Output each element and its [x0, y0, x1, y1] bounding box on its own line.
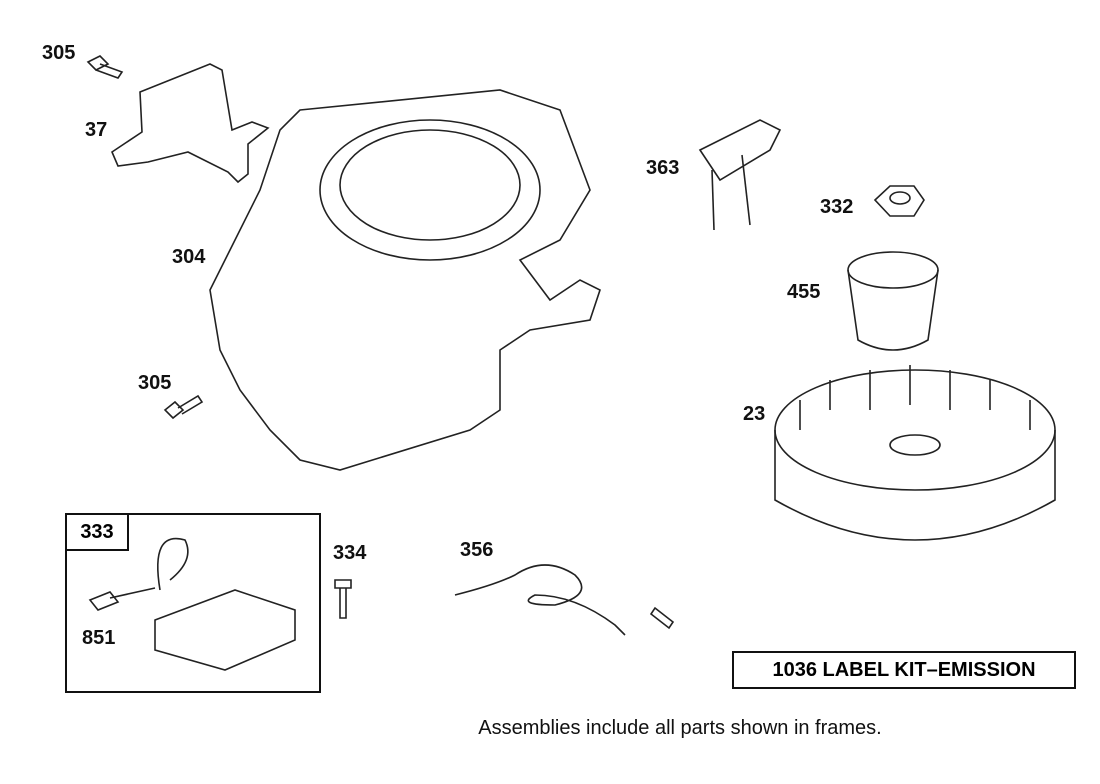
screw-334 — [334, 579, 352, 619]
callout-455: 455 — [787, 281, 821, 303]
assembly-frame-333: 333 — [65, 513, 321, 693]
callout-304: 304 — [172, 246, 206, 268]
footnote: Assemblies include all parts shown in fr… — [478, 717, 882, 739]
armature-363 — [698, 119, 782, 231]
callout-851: 851 — [82, 627, 116, 649]
callout-334: 334 — [333, 542, 367, 564]
callout-23: 23 — [743, 403, 766, 425]
nut-332 — [873, 185, 925, 217]
shield-37 — [111, 63, 270, 184]
callout-305-top: 305 — [42, 42, 76, 64]
callout-332: 332 — [820, 196, 854, 218]
callout-305-bottom: 305 — [138, 372, 172, 394]
callout-333: 333 — [67, 515, 129, 551]
flywheel-23 — [774, 365, 1056, 541]
screw-305-bottom — [163, 394, 204, 420]
callout-363: 363 — [646, 157, 680, 179]
callout-356: 356 — [460, 539, 494, 561]
blower-housing-304 — [209, 89, 601, 471]
label-kit-box: 1036 LABEL KIT–EMISSION — [732, 651, 1076, 689]
cup-455 — [847, 251, 939, 351]
callout-37: 37 — [85, 119, 108, 141]
ignition-module-333 — [88, 537, 296, 671]
wire-356 — [454, 564, 675, 636]
screw-305-top — [86, 55, 124, 79]
